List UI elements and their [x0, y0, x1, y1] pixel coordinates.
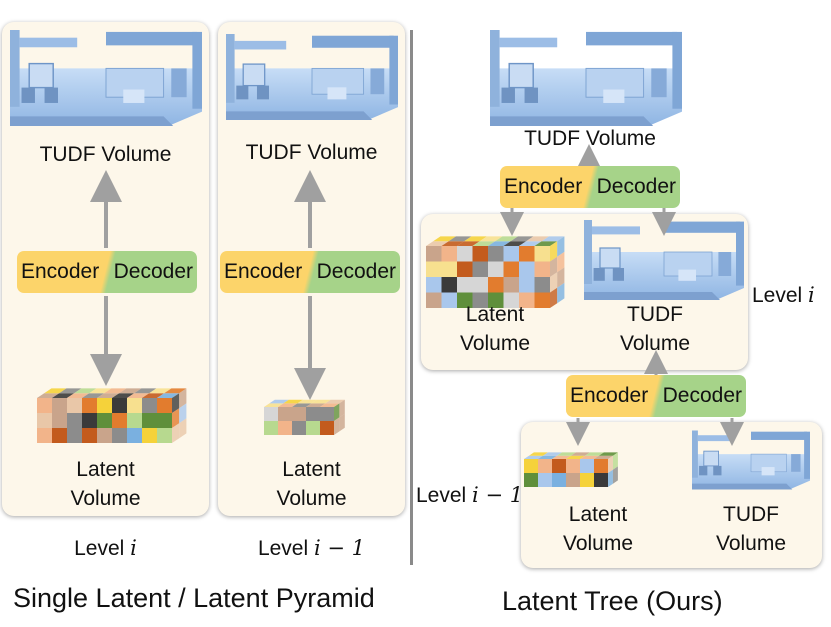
decoder-label: Decoder	[662, 384, 742, 407]
tudf-volume-label: TUDF Volume	[524, 127, 656, 150]
panel-tree-level-i-1	[521, 422, 822, 568]
tudf-volume-label: TUDF Volume	[245, 141, 378, 164]
level-label: Level i − 1	[257, 536, 366, 560]
latent-cube	[264, 399, 345, 435]
encoder-decoder-block: Encoder Decoder	[17, 251, 197, 293]
section-divider	[410, 30, 413, 565]
encoder-label: Encoder	[566, 375, 746, 417]
tudf-room-image	[9, 30, 203, 126]
level-label: Level i	[752, 283, 815, 307]
tudf-volume-label: TUDF Volume	[39, 143, 172, 166]
encoder-decoder-block: Encoder Decoder	[566, 375, 746, 417]
encoder-label: Encoder	[220, 251, 400, 293]
latent-cube	[426, 236, 565, 308]
caption-left: Single Latent / Latent Pyramid	[13, 583, 375, 613]
level-label: Level i − 1	[416, 483, 524, 507]
tudf-room-image	[584, 220, 744, 300]
encoder-decoder-block: Encoder Decoder	[220, 251, 400, 293]
tudf-room-image	[226, 34, 398, 120]
tudf-room-image	[692, 430, 810, 490]
decoder-label: Decoder	[316, 260, 396, 283]
decoder-label: Decoder	[596, 175, 676, 198]
encoder-label: Encoder	[17, 251, 197, 293]
tudf-room-image	[489, 30, 683, 126]
encoder-decoder-block: Encoder Decoder	[500, 166, 680, 208]
decoder-label: Decoder	[113, 260, 193, 283]
latent-cube	[524, 452, 618, 487]
level-label: Level i	[74, 536, 137, 560]
caption-right: Latent Tree (Ours)	[502, 586, 723, 616]
encoder-label: Encoder	[500, 166, 680, 208]
latent-cube	[37, 388, 187, 443]
